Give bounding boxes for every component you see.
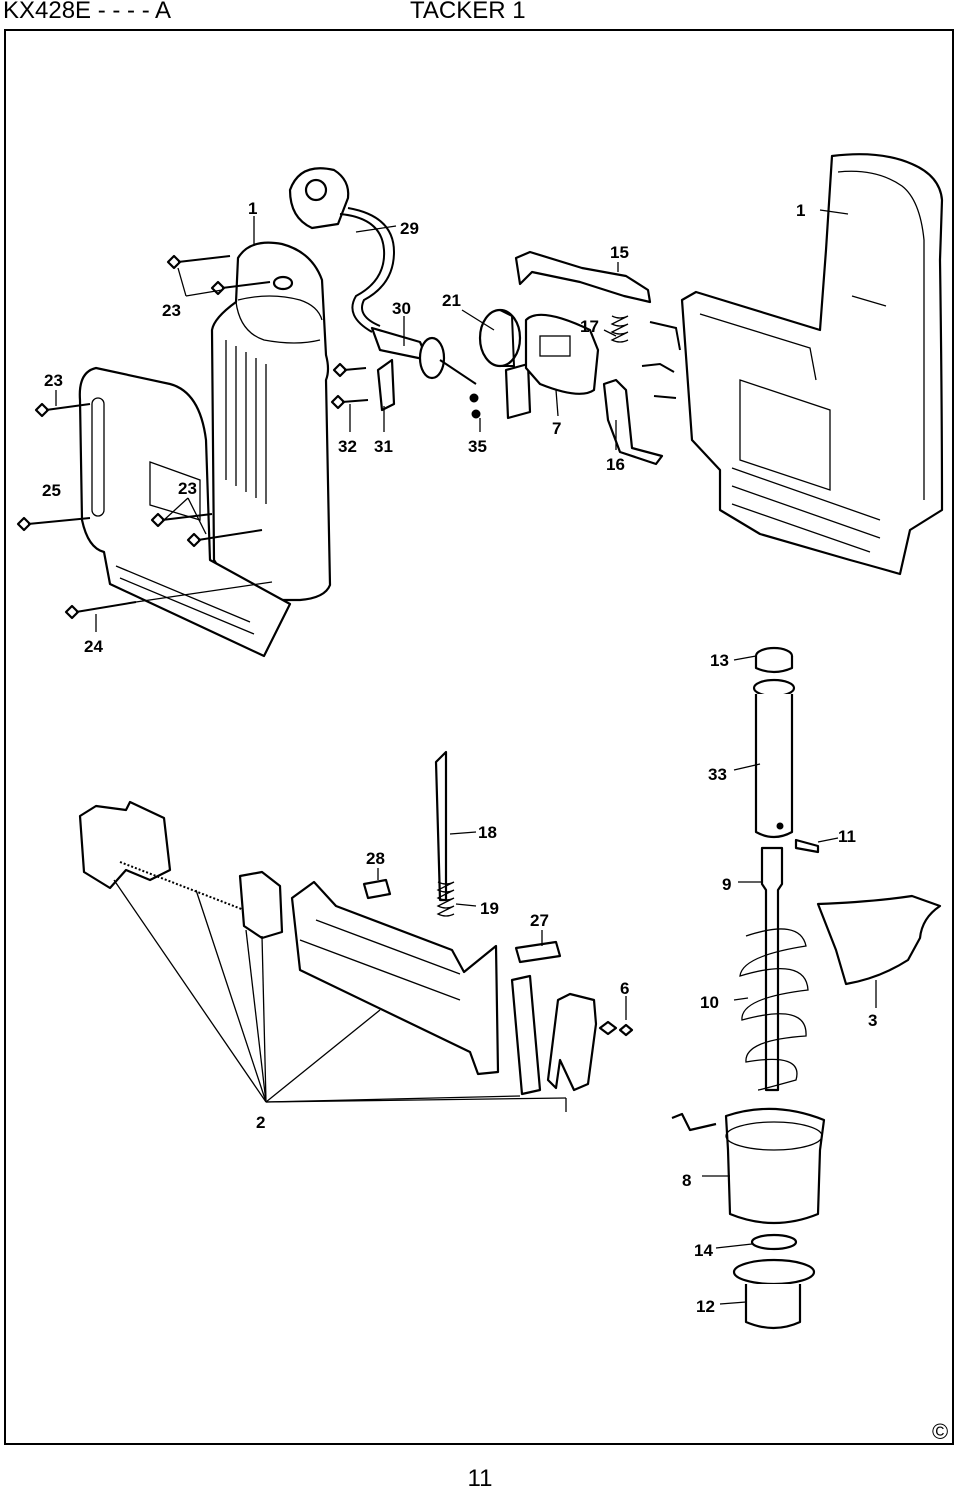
callout-23: 23 xyxy=(44,371,63,390)
callout-15: 15 xyxy=(610,243,629,262)
callout-17: 17 xyxy=(580,317,599,336)
callout-11: 11 xyxy=(838,827,856,846)
model-code: KX428E - - - - A xyxy=(3,0,172,24)
callout-3: 3 xyxy=(868,1011,877,1030)
callout-16: 16 xyxy=(606,455,625,474)
callout-labels: 1 1 2 3 6 7 8 9 10 11 12 13 14 15 16 17 … xyxy=(42,199,877,1316)
callout-19: 19 xyxy=(480,899,499,918)
callout-29: 29 xyxy=(400,219,419,238)
callout-14: 14 xyxy=(694,1241,713,1260)
power-cord-plug xyxy=(288,167,477,412)
magazine-assembly xyxy=(78,750,634,1096)
cover-part-3 xyxy=(816,894,942,986)
callout-24: 24 xyxy=(84,637,103,656)
callout-21: 21 xyxy=(442,291,461,310)
callout-6: 6 xyxy=(620,979,629,998)
callout-23: 23 xyxy=(162,301,181,320)
callout-27: 27 xyxy=(530,911,549,930)
callout-30: 30 xyxy=(392,299,411,318)
switch-assembly xyxy=(469,308,600,420)
housing-left-half xyxy=(210,241,332,602)
screws-left xyxy=(16,254,369,620)
callout-leaders xyxy=(55,209,877,1305)
callout-25: 25 xyxy=(42,481,61,500)
diagram-frame xyxy=(4,29,954,1445)
copyright-symbol: © xyxy=(932,1419,949,1444)
callout-18: 18 xyxy=(478,823,497,842)
callout-33: 33 xyxy=(708,765,727,784)
callout-1: 1 xyxy=(796,201,805,220)
callout-32: 32 xyxy=(338,437,357,456)
callout-12: 12 xyxy=(696,1297,715,1316)
housing-right-half xyxy=(680,153,944,576)
callout-9: 9 xyxy=(722,875,731,894)
side-cover xyxy=(78,366,292,658)
callout-1: 1 xyxy=(248,199,257,218)
solenoid-stack xyxy=(671,646,826,1330)
callout-2-leaders xyxy=(113,879,567,1112)
callout-31: 31 xyxy=(374,437,393,456)
callout-7: 7 xyxy=(552,419,561,438)
callout-2: 2 xyxy=(256,1113,265,1132)
diagram-title: TACKER 1 xyxy=(410,0,526,24)
page-number: 11 xyxy=(467,1465,493,1492)
callout-13: 13 xyxy=(710,651,729,670)
callout-10: 10 xyxy=(700,993,719,1012)
callout-8: 8 xyxy=(682,1171,691,1190)
trigger-assembly xyxy=(514,250,681,466)
callout-28: 28 xyxy=(366,849,385,868)
callout-35: 35 xyxy=(468,437,487,456)
callout-23: 23 xyxy=(178,479,197,498)
